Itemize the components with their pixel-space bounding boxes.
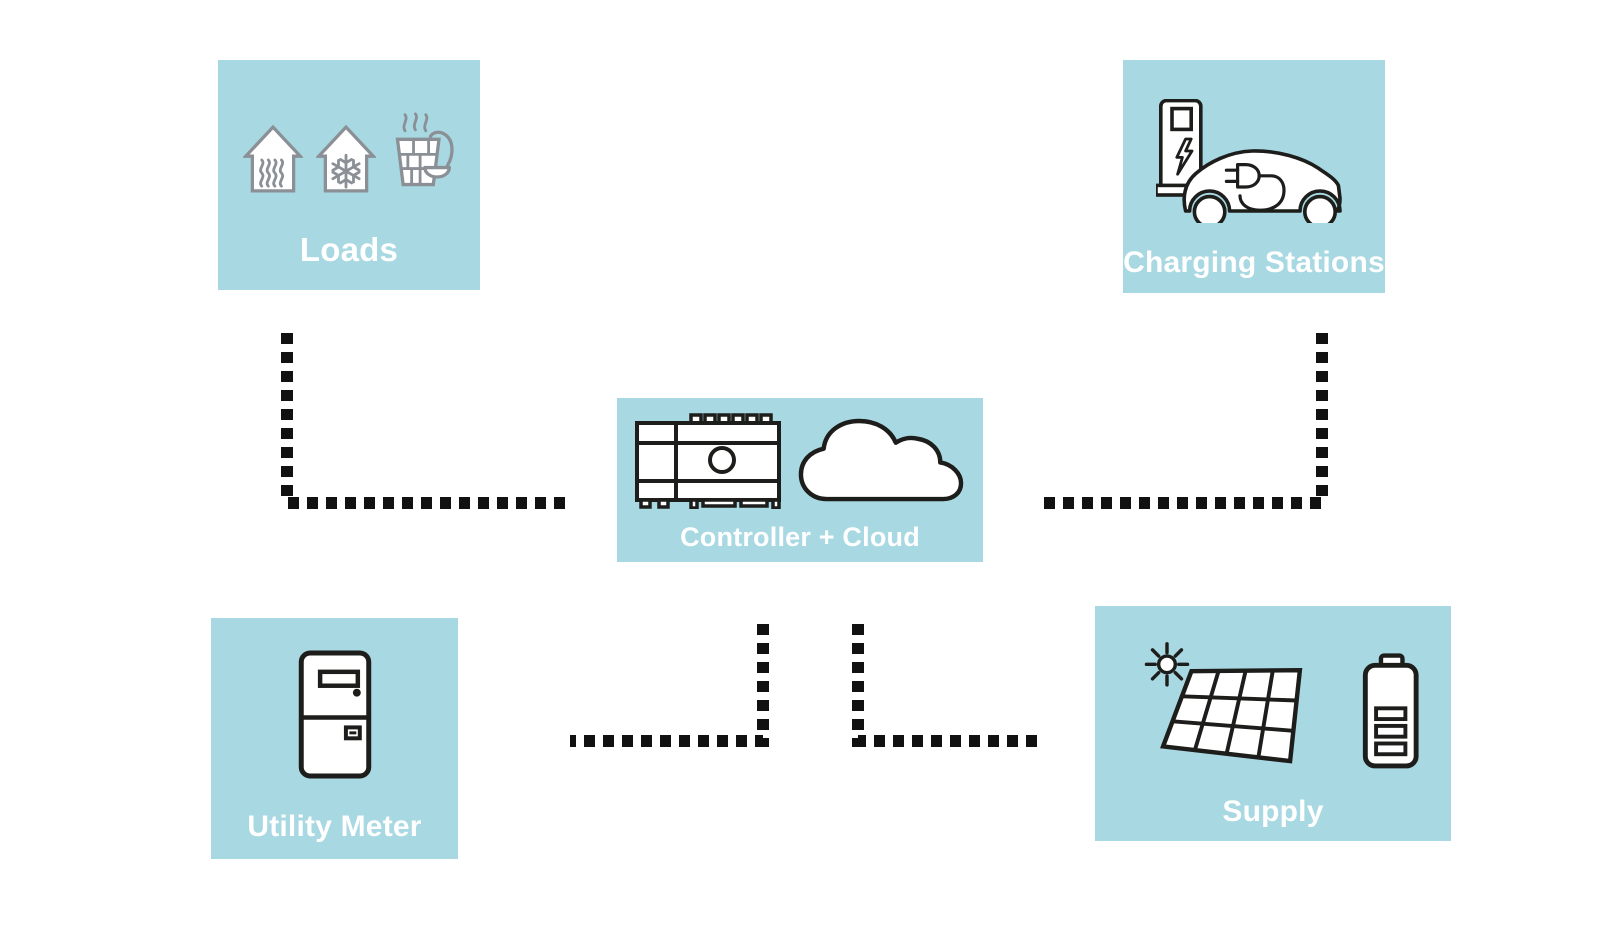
connector-supply-controller (852, 624, 1044, 747)
controller-cloud-label: Controller + Cloud (680, 522, 920, 553)
house-heating-icon (243, 124, 303, 193)
node-utility-meter: Utility Meter (211, 618, 458, 859)
node-supply: Supply (1095, 606, 1451, 841)
sun-icon (1144, 642, 1190, 687)
node-controller-cloud: Controller + Cloud (617, 398, 983, 562)
utility-meter-label: Utility Meter (247, 810, 422, 843)
connector-loads-controller (281, 333, 566, 509)
connector-meter-controller (570, 624, 769, 747)
charging-stations-label: Charging Stations (1123, 246, 1385, 279)
charging-stations-icons (1123, 60, 1385, 246)
supply-label: Supply (1222, 795, 1324, 828)
loads-label: Loads (299, 230, 399, 268)
house-cooling-icon (316, 124, 376, 193)
solar-panel-icon (1160, 667, 1303, 764)
ev-charger-and-car-icon (1156, 99, 1342, 223)
utility-meter-icon (298, 649, 371, 779)
cloud-icon (798, 418, 964, 502)
sauna-icon (395, 112, 454, 186)
node-loads: Loads (218, 60, 480, 290)
loads-icons (218, 60, 480, 232)
controller-icon (635, 412, 781, 509)
connector-charging-controller (1043, 333, 1328, 509)
utility-meter-icons (211, 618, 458, 810)
supply-icons (1095, 606, 1451, 795)
controller-cloud-icons (617, 398, 983, 523)
node-charging-stations: Charging Stations (1123, 60, 1385, 293)
battery-icon (1362, 653, 1419, 769)
supply-icon-group (1144, 642, 1419, 769)
